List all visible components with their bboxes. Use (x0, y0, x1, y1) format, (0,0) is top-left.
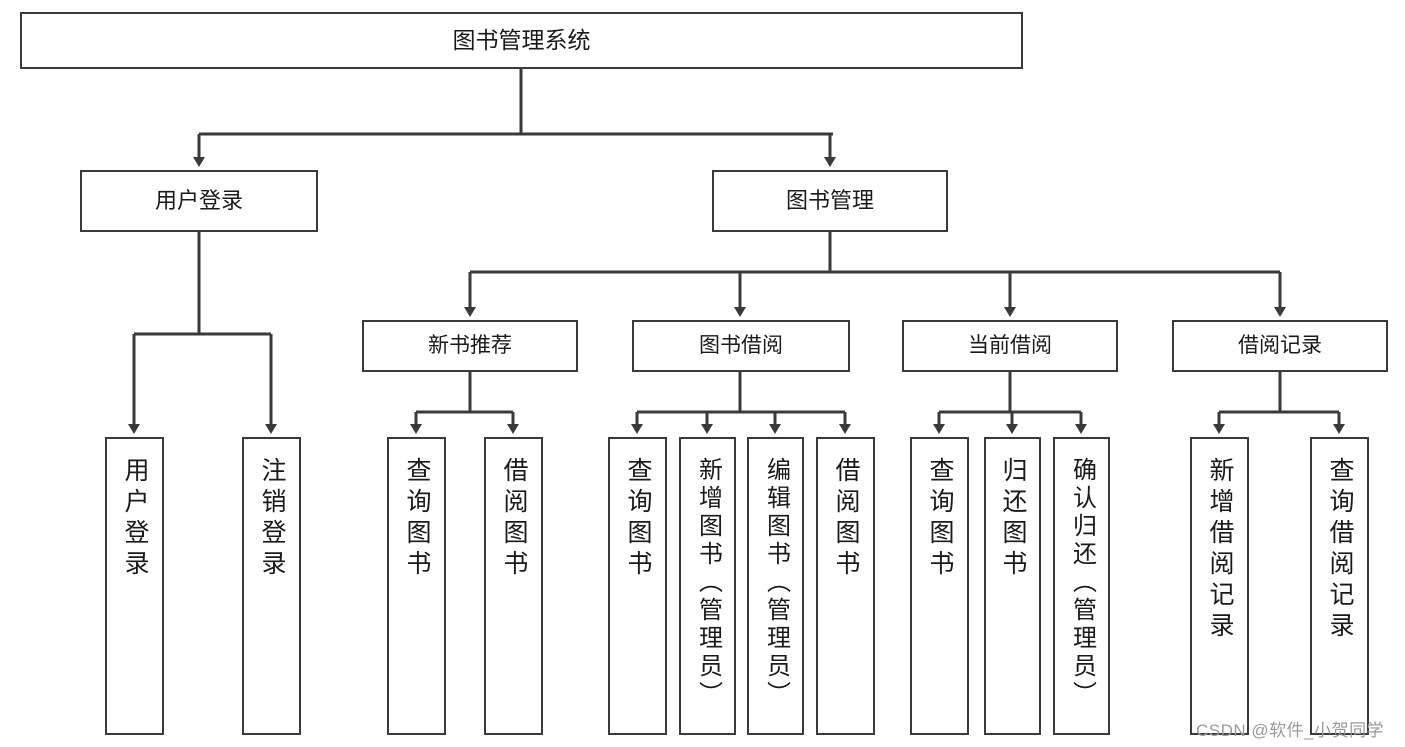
node-leaf-edit-book-label: 编辑图书（管理员） (762, 457, 790, 709)
node-leaf-add-book-label: 新增图书（管理员） (694, 457, 722, 709)
node-current-borrow-label: 当前借阅 (968, 334, 1052, 358)
node-user-login-label: 用户登录 (154, 188, 243, 214)
node-new-book-recommend-label: 新书推荐 (428, 334, 512, 358)
node-new-book-recommend[interactable]: 新书推荐 (362, 320, 578, 372)
node-leaf-query-record[interactable]: 查询借阅记录 (1310, 437, 1369, 735)
node-borrow-record[interactable]: 借阅记录 (1172, 320, 1388, 372)
node-leaf-return-book[interactable]: 归还图书 (984, 437, 1041, 735)
node-current-borrow[interactable]: 当前借阅 (902, 320, 1118, 372)
node-leaf-user-login-label: 用户登录 (121, 457, 149, 581)
node-leaf-query-book-2[interactable]: 查询图书 (608, 437, 667, 735)
csdn-watermark: CSDN @软件_小贺同学 (1196, 721, 1385, 740)
node-leaf-logout-label: 注销登录 (258, 457, 286, 581)
node-leaf-query-book-3[interactable]: 查询图书 (910, 437, 969, 735)
node-leaf-logout[interactable]: 注销登录 (242, 437, 301, 735)
node-leaf-query-book-1-label: 查询图书 (403, 457, 431, 581)
node-leaf-borrow-book-2-label: 借阅图书 (832, 457, 860, 581)
node-leaf-confirm-return-label: 确认归还（管理员） (1068, 457, 1096, 709)
node-book-borrow-label: 图书借阅 (699, 334, 783, 358)
node-leaf-add-record[interactable]: 新增借阅记录 (1190, 437, 1249, 735)
node-leaf-user-login[interactable]: 用户登录 (105, 437, 164, 735)
node-leaf-edit-book[interactable]: 编辑图书（管理员） (747, 437, 804, 735)
node-leaf-borrow-book-2[interactable]: 借阅图书 (816, 437, 875, 735)
node-leaf-borrow-book-1-label: 借阅图书 (500, 457, 528, 581)
node-root-label: 图书管理系统 (452, 27, 591, 54)
node-book-borrow[interactable]: 图书借阅 (632, 320, 850, 372)
node-leaf-add-book[interactable]: 新增图书（管理员） (679, 437, 736, 735)
node-leaf-borrow-book-1[interactable]: 借阅图书 (484, 437, 543, 735)
node-book-manage[interactable]: 图书管理 (712, 170, 948, 232)
node-leaf-add-record-label: 新增借阅记录 (1206, 457, 1234, 643)
node-leaf-query-book-1[interactable]: 查询图书 (387, 437, 446, 735)
node-leaf-confirm-return[interactable]: 确认归还（管理员） (1053, 437, 1110, 735)
node-leaf-return-book-label: 归还图书 (999, 457, 1027, 581)
node-borrow-record-label: 借阅记录 (1238, 334, 1322, 358)
node-user-login[interactable]: 用户登录 (80, 170, 318, 232)
node-root-system[interactable]: 图书管理系统 (20, 12, 1023, 69)
node-leaf-query-record-label: 查询借阅记录 (1326, 457, 1354, 643)
node-leaf-query-book-3-label: 查询图书 (926, 457, 954, 581)
node-leaf-query-book-2-label: 查询图书 (624, 457, 652, 581)
node-book-manage-label: 图书管理 (785, 188, 874, 214)
